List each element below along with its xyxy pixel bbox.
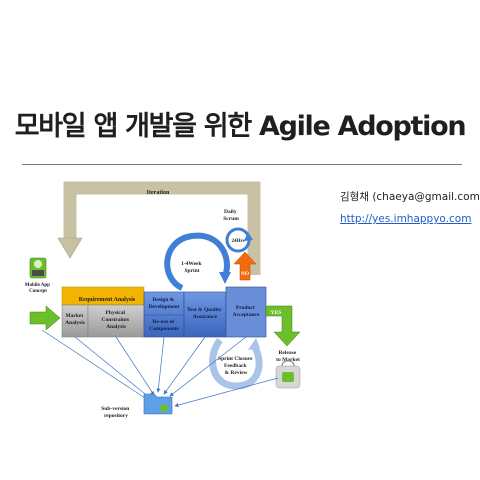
daily-scrum-label: Daily Scrum xyxy=(223,209,239,222)
yes-label: YES xyxy=(271,310,282,316)
subversion-repository-label: Sub-version repository xyxy=(101,406,131,419)
design-development-label: Design & Development xyxy=(149,297,180,310)
release-to-market-label: Release to Market xyxy=(276,350,300,363)
hrs-label: 24Hrs xyxy=(231,239,244,244)
physical-constraints-label: Physical Constraints Analysis xyxy=(102,310,131,330)
market-analysis-label: Market Analysis xyxy=(65,313,85,326)
author-line: 김형채 (chaeya@gmail.com) xyxy=(340,191,480,203)
daily-scrum-loop xyxy=(225,227,253,253)
sprint-closure-loop xyxy=(209,337,263,390)
yes-arrow xyxy=(265,305,301,347)
design-development-box xyxy=(143,291,185,338)
product-acceptance-label: Product Acceptance xyxy=(233,305,260,318)
iteration-loop xyxy=(57,181,261,275)
title-divider xyxy=(22,164,462,165)
market-bag-icon xyxy=(275,360,301,389)
requirement-analysis-label: Requirement Analysis xyxy=(79,297,136,303)
iteration-label: Iteration xyxy=(147,190,170,196)
sprint-label: 1-4Week Sprint xyxy=(181,261,203,274)
no-label: NO xyxy=(241,271,250,277)
mobile-app-concept-label: Mobile App Concept xyxy=(25,283,51,294)
repository-links xyxy=(41,329,279,408)
agile-process-diagram: Iteration Daily Scrum 24Hrs 1-4Week Spri… xyxy=(20,180,320,430)
market-analysis-box xyxy=(61,304,89,338)
no-arrow xyxy=(233,251,257,281)
sprint-closure-label: Sprint Closure Feedback & Review xyxy=(218,356,254,376)
reuse-components-label: Re-use of Components xyxy=(149,319,179,332)
android-icon xyxy=(29,257,47,279)
test-quality-box xyxy=(183,291,227,338)
physical-constraints-box xyxy=(87,304,145,338)
test-quality-label: Test & Quality Assurance xyxy=(187,307,223,320)
folder-icon xyxy=(143,393,173,415)
slide-title: 모바일 앱 개발을 위한 Agile Adoption xyxy=(14,111,467,142)
input-arrow xyxy=(29,305,61,331)
blog-link[interactable]: http://yes.imhappyo.com xyxy=(340,213,472,225)
sprint-loop xyxy=(164,232,231,291)
